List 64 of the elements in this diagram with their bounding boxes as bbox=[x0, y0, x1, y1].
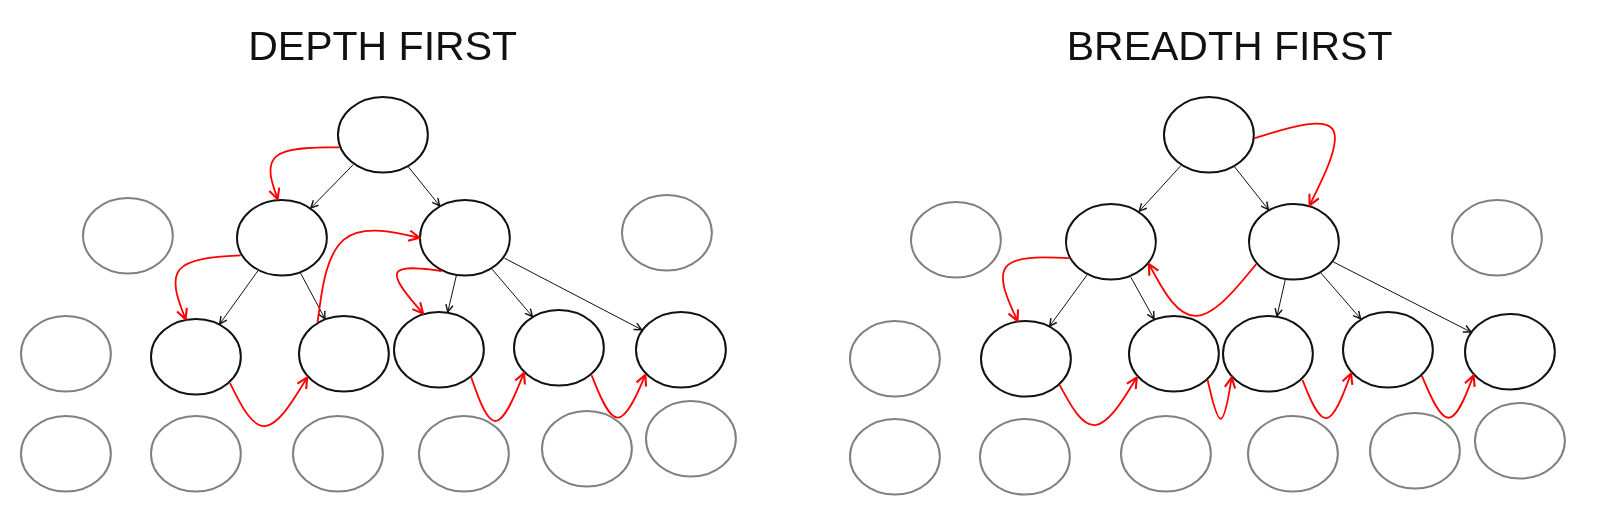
faded-node-circle bbox=[150, 415, 242, 493]
node-circle bbox=[979, 320, 1072, 398]
faded-node-circle bbox=[1246, 415, 1339, 493]
traversal-arrow bbox=[1254, 122, 1336, 207]
traversal-arrow bbox=[1421, 374, 1476, 419]
node-circle bbox=[1127, 315, 1220, 393]
node-circle bbox=[1464, 313, 1557, 391]
traversal-arrow bbox=[1206, 376, 1237, 420]
traversal-arrow bbox=[268, 146, 341, 201]
faded-node-circle bbox=[1369, 412, 1462, 490]
traversal-arrow bbox=[316, 229, 421, 324]
node-circle bbox=[235, 198, 328, 277]
faded-node-circle bbox=[910, 201, 1003, 279]
tree-arrow bbox=[1138, 164, 1182, 212]
tree-arrow bbox=[1048, 274, 1088, 327]
faded-node-circle bbox=[418, 415, 511, 493]
tree-arrow bbox=[407, 166, 441, 207]
node-circle bbox=[150, 318, 242, 396]
node-circle bbox=[1247, 203, 1340, 281]
node-circle bbox=[1163, 95, 1256, 174]
tree-arrow bbox=[445, 275, 457, 313]
traversal-arrow bbox=[1002, 256, 1071, 323]
faded-node-circle bbox=[20, 315, 113, 393]
faded-node-circle bbox=[291, 415, 384, 493]
tree-arrow bbox=[1320, 272, 1362, 320]
tree-arrow bbox=[310, 164, 354, 209]
node-circle bbox=[513, 309, 606, 387]
tree-arrow bbox=[491, 268, 534, 318]
traversal-arrow bbox=[1301, 372, 1354, 419]
node-circle bbox=[336, 95, 429, 174]
faded-node-circle bbox=[644, 400, 737, 478]
traversal-arrow bbox=[1147, 263, 1258, 317]
node-circle bbox=[297, 315, 390, 393]
faded-node-circle bbox=[540, 410, 633, 488]
faded-node-circle bbox=[81, 196, 174, 275]
tree-arrow bbox=[1332, 261, 1472, 333]
traversal-arrow bbox=[1058, 376, 1138, 426]
tree-arrow bbox=[1130, 276, 1155, 320]
node-circle bbox=[634, 311, 727, 389]
traversal-arrow bbox=[229, 376, 309, 427]
faded-node-circle bbox=[848, 418, 941, 496]
tree-arrow bbox=[503, 257, 643, 331]
tree-arrow bbox=[1234, 166, 1270, 211]
node-circle bbox=[1222, 315, 1315, 393]
node-circle bbox=[392, 311, 485, 389]
faded-node-circle bbox=[1120, 415, 1213, 493]
node-circle bbox=[419, 198, 512, 277]
faded-node-circle bbox=[978, 418, 1071, 496]
node-circle bbox=[1341, 311, 1434, 389]
tree-arrow bbox=[219, 270, 259, 325]
node-circle bbox=[1065, 203, 1158, 281]
traversal-arrow bbox=[590, 373, 648, 419]
traversal-arrow bbox=[174, 254, 242, 321]
faded-node-circle bbox=[1451, 198, 1543, 277]
heading: BREADTH FIRST bbox=[1066, 22, 1393, 70]
tree-arrow bbox=[1274, 279, 1286, 317]
faded-node-circle bbox=[20, 415, 113, 493]
tree-arrow bbox=[300, 272, 326, 320]
faded-node-circle bbox=[1474, 402, 1567, 480]
faded-node-circle bbox=[848, 320, 941, 398]
traversal-arrow bbox=[470, 371, 526, 422]
traversal-arrow bbox=[395, 267, 443, 315]
faded-node-circle bbox=[621, 193, 714, 272]
heading: DEPTH FIRST bbox=[248, 22, 518, 70]
